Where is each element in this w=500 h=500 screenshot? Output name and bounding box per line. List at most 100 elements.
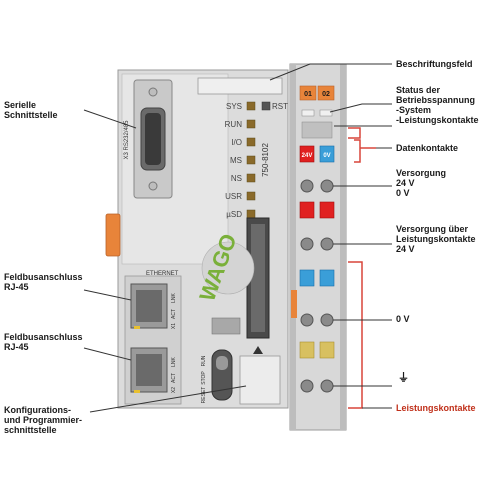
- model-number: 750-8102: [261, 143, 270, 177]
- sub-d-screw-top: [148, 87, 158, 97]
- label-line: Status der: [396, 85, 441, 95]
- label-line: Feldbusanschluss: [4, 332, 83, 342]
- led-ms: [246, 155, 256, 165]
- rj45-port-2-act: ACT: [171, 373, 177, 383]
- side-latch-right: [291, 290, 297, 318]
- terminal-marker-02-text: 02: [322, 91, 330, 98]
- led-label-ms: MS: [230, 156, 242, 165]
- supply-0v-blue: [319, 145, 335, 163]
- terminal-block: [289, 63, 347, 431]
- switch-label-stop: STOP: [201, 371, 207, 385]
- led-rst: [261, 101, 271, 111]
- red-brackets: [348, 127, 376, 409]
- jumper-red-2: [319, 201, 335, 219]
- jumper-ground-2: [319, 341, 335, 359]
- clamp-d2: [320, 379, 334, 393]
- led-run: [246, 119, 256, 129]
- led-usr: [246, 191, 256, 201]
- cover-block: [211, 317, 241, 335]
- led-label-usd: µSD: [226, 210, 242, 219]
- status-led-power: [319, 109, 333, 117]
- terminal-rail-right: [340, 64, 346, 430]
- terminal-marker-02: [317, 85, 335, 101]
- rj45-port-2-inner: [136, 354, 162, 386]
- label-line: Leistungskontakte: [396, 403, 476, 413]
- led-label-rst: RST: [272, 102, 288, 111]
- service-interface-cover: [239, 355, 281, 405]
- sub-d-screw-bottom: [148, 181, 158, 191]
- label-line: 0 V: [396, 314, 410, 324]
- rj45-port-1-act: ACT: [171, 309, 177, 319]
- side-latch: [105, 213, 121, 257]
- rj45-port-1-lnk: LNK: [171, 292, 177, 302]
- mode-switch-knob: [216, 356, 228, 370]
- label-fieldbus-2: Feldbusanschluss RJ-45: [4, 332, 83, 352]
- led-usd: [246, 209, 256, 219]
- label-data-contacts: Datenkontakte: [396, 143, 458, 153]
- label-line: Konfigurations-: [4, 405, 71, 415]
- label-line: Feldbusanschluss: [4, 272, 83, 282]
- label-marking-field: Beschriftungsfeld: [396, 59, 473, 69]
- led-io: [246, 137, 256, 147]
- label-status-voltage: Status der Betriebsspannung -System -Lei…: [396, 85, 479, 125]
- marking-strip: [197, 77, 283, 95]
- rj45-port-2-id: X2: [171, 387, 177, 393]
- label-line: RJ-45: [4, 282, 29, 292]
- rj45-port-1-led: [134, 326, 140, 329]
- sub-d-label: X3 RS232/485: [124, 120, 130, 160]
- led-ns: [246, 173, 256, 183]
- label-line: Betriebsspannung: [396, 95, 476, 105]
- supply-0v-text: 0V: [323, 153, 330, 159]
- clamp-d1: [300, 379, 314, 393]
- led-panel: SYS RUN I/O MS NS USR µSD RST: [225, 101, 288, 219]
- label-line: -Leistungskontakte: [396, 115, 479, 125]
- ground-icon: ⏚: [398, 372, 409, 384]
- label-line: und Programmier-: [4, 415, 83, 425]
- led-label-sys: SYS: [226, 102, 242, 111]
- clamp-c2: [320, 313, 334, 327]
- led-label-usr: USR: [225, 192, 242, 201]
- clamp-b1: [300, 237, 314, 251]
- terminal-marker-01-text: 01: [304, 91, 312, 98]
- led-sys: [246, 101, 256, 111]
- memory-card-window: [251, 224, 265, 332]
- label-line: 24 V: [396, 244, 415, 254]
- terminal-marker-01: [299, 85, 317, 101]
- jumper-blue-1: [299, 269, 315, 287]
- label-line: RJ-45: [4, 342, 29, 352]
- switch-label-run: RUN: [201, 355, 207, 366]
- label-line: Leistungskontakte: [396, 234, 476, 244]
- clamp-a1: [300, 179, 314, 193]
- rj45-port-1-inner: [136, 290, 162, 322]
- label-line: ⏚: [398, 372, 409, 384]
- label-serial-interface: Serielle Schnittstelle: [4, 100, 58, 120]
- supply-24v-text: 24V: [302, 153, 313, 159]
- label-supply-power-contacts: Versorgung über Leistungskontakte 24 V: [396, 224, 476, 254]
- jumper-ground-1: [299, 341, 315, 359]
- label-0v: 0 V: [396, 314, 410, 324]
- label-line: -System: [396, 105, 432, 115]
- jumper-blue-2: [319, 269, 335, 287]
- label-line: 24 V: [396, 178, 415, 188]
- label-line: Datenkontakte: [396, 143, 459, 153]
- label-line: Schnittstelle: [4, 110, 58, 120]
- logo-disc: [201, 241, 255, 295]
- label-supply: Versorgung 24 V 0 V: [396, 168, 446, 198]
- clamp-b2: [320, 237, 334, 251]
- label-power-contacts: Leistungskontakte: [396, 403, 476, 413]
- label-line: schnittstelle: [4, 425, 57, 435]
- label-config-interface: Konfigurations- und Programmier- schnitt…: [4, 405, 82, 435]
- data-contacts: [301, 121, 333, 139]
- terminal-rail-left: [290, 64, 296, 430]
- label-line: 0 V: [396, 188, 410, 198]
- switch-label-reset: RESET: [201, 387, 207, 404]
- clamp-c1: [300, 313, 314, 327]
- leader-lines: [83, 63, 392, 413]
- slot-arrow: [253, 346, 263, 354]
- label-fieldbus-1: Feldbusanschluss RJ-45: [4, 272, 83, 292]
- clamp-a2: [320, 179, 334, 193]
- sub-d-socket: [145, 113, 161, 165]
- jumper-red-1: [299, 201, 315, 219]
- supply-24v-red: [299, 145, 315, 163]
- led-label-io: I/O: [231, 138, 242, 147]
